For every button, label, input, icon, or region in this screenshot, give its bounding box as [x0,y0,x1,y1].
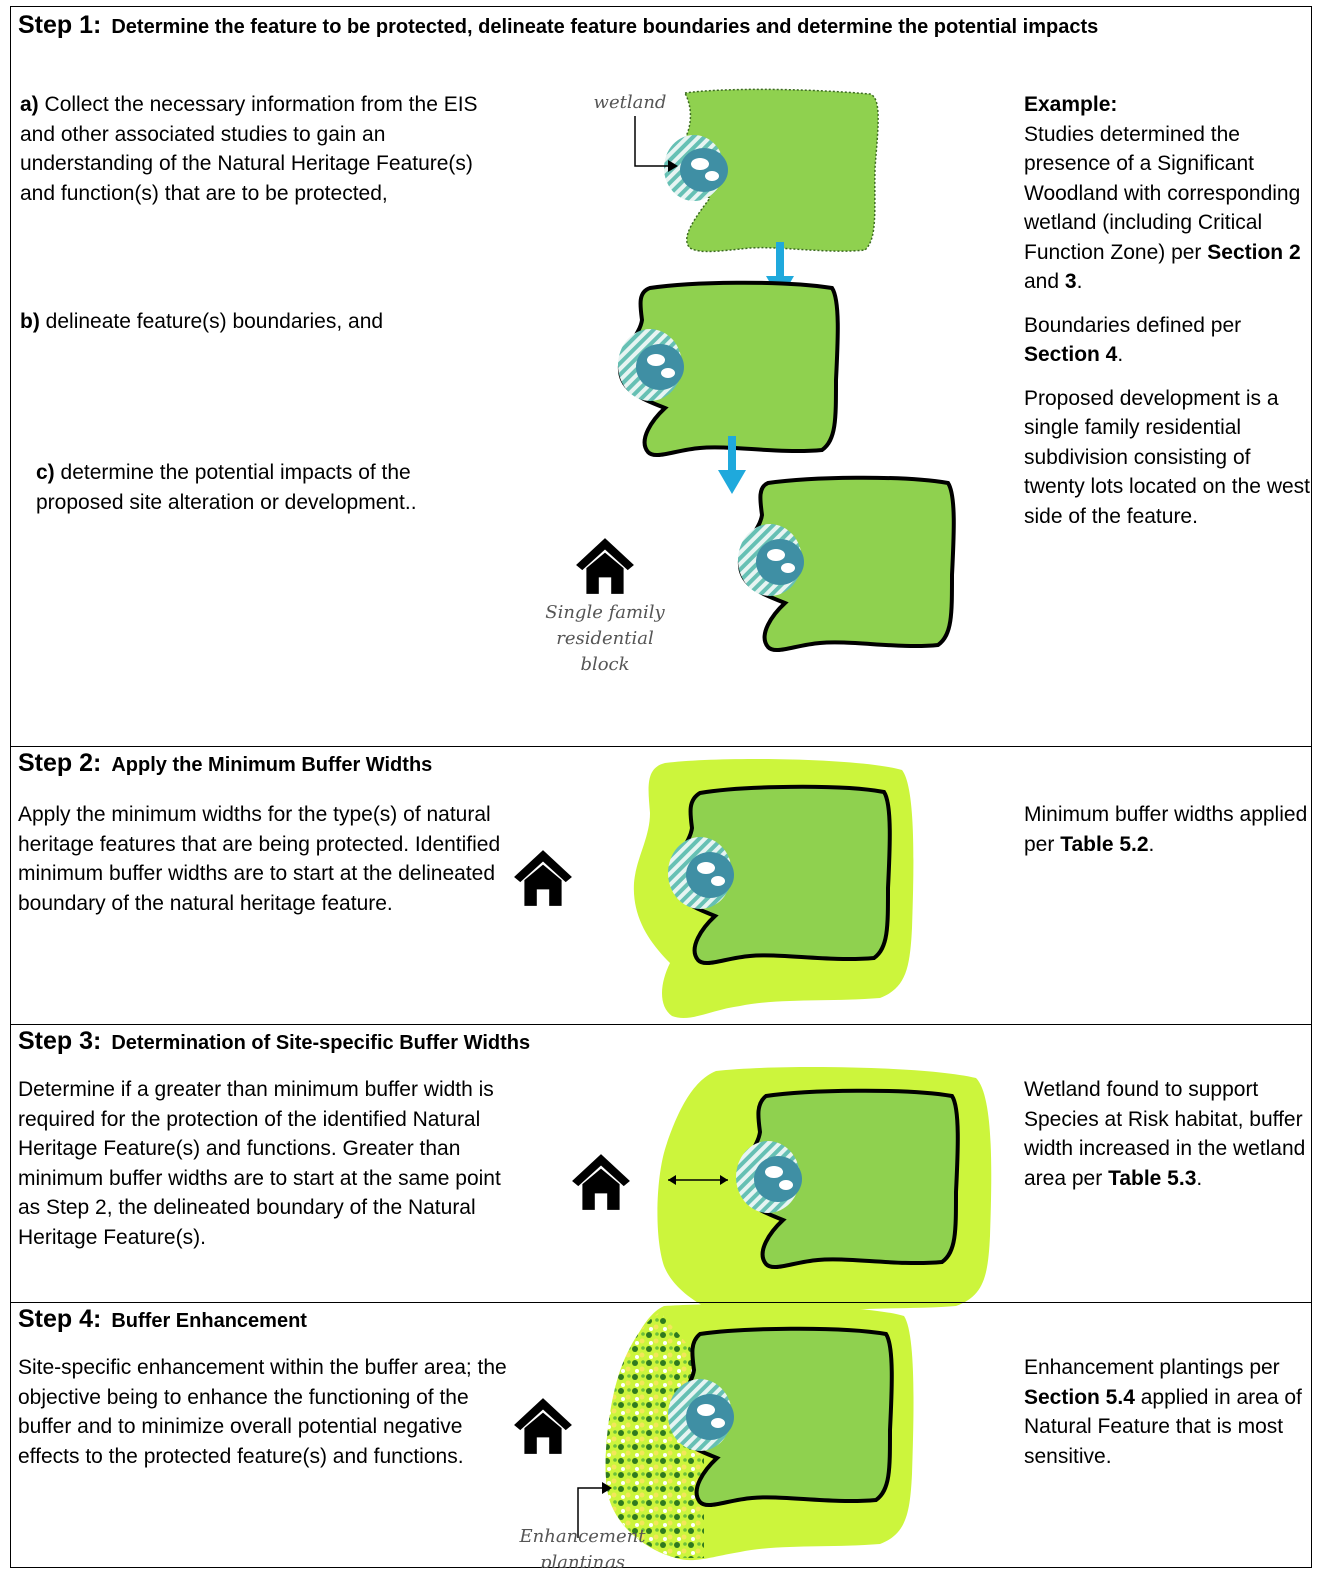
woodland-diagram-b [617,280,840,458]
step4-divider [10,1302,1312,1303]
arrow-down-icon [718,436,746,494]
house-icon [574,534,636,596]
page-frame [10,6,1312,1568]
step2-example: Minimum buffer widths applied per Table … [1024,803,1308,856]
enhancement-pointer [577,1482,612,1538]
house-icon [510,846,576,908]
house-icon [510,1394,576,1456]
step1-example: Example: Studies determined the presence… [1024,93,1310,528]
step3-divider [10,1024,1312,1025]
step2-divider [10,746,1312,747]
step4-heading: Step 4:Buffer Enhancement [18,1305,307,1333]
step1-item-a: a) Collect the necessary information fro… [20,93,478,205]
woodland-diagram-a [664,88,879,253]
example-heading: Example: [1024,93,1118,116]
step4-text: Site-specific enhancement within the buf… [18,1356,507,1468]
buffer-diagram-step4 [605,1304,914,1561]
step3-heading: Step 3:Determination of Site-specific Bu… [18,1027,531,1055]
buffer-diagram-step3 [657,1066,992,1324]
step1-item-b: b) delineate feature(s) boundaries, and [20,310,384,333]
step4-example: Enhancement plantings per Section 5.4 ap… [1024,1356,1302,1468]
step1-item-c: c) determine the potential impacts of th… [36,461,417,514]
house-label: Single family residential block [545,602,665,675]
woodland-diagram-c [737,475,956,653]
enhancement-label: Enhancement plantings [519,1526,646,1568]
buffer-diagram-step2 [633,758,914,1019]
wetland-pointer [634,116,678,172]
step3-example: Wetland found to support Species at Risk… [1024,1078,1306,1190]
wetland-label: wetland [593,92,667,113]
step2-text: Apply the minimum widths for the type(s)… [18,803,501,915]
step1-heading: Step 1:Determine the feature to be prote… [18,11,1099,39]
house-icon [568,1150,634,1212]
step2-heading: Step 2:Apply the Minimum Buffer Widths [18,749,433,777]
step3-text: Determine if a greater than minimum buff… [18,1078,501,1249]
